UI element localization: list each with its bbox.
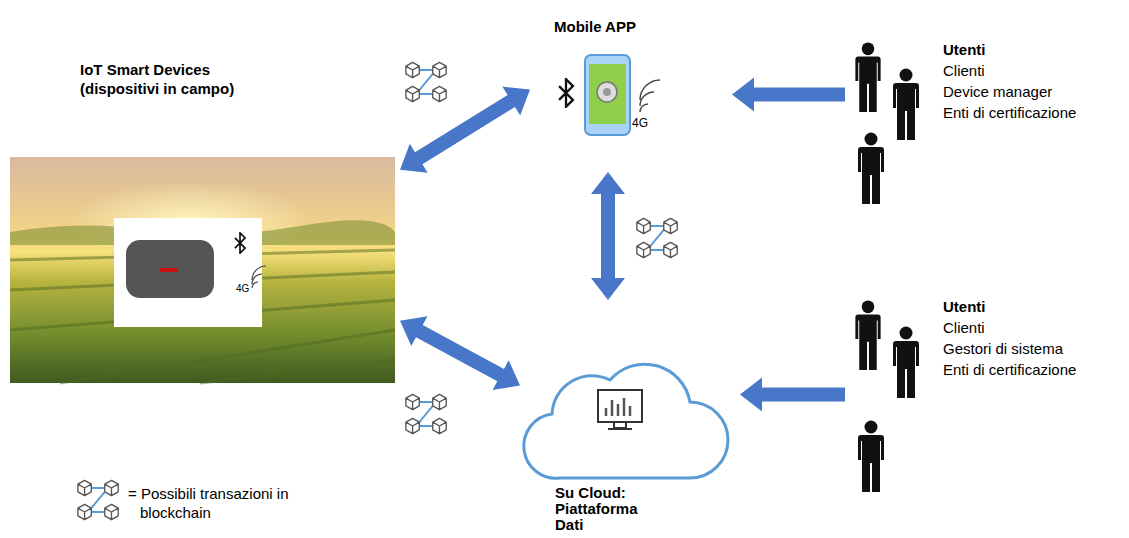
mobile-app: Mobile APP — [530, 12, 660, 137]
double-arrow — [400, 87, 530, 173]
node-heading: Utenti — [943, 39, 1120, 60]
legend: = Possibili transazioni in blockchain — [128, 484, 303, 522]
double-arrow — [400, 316, 520, 390]
node-text: Gestori di sistema — [943, 338, 1120, 359]
node-text: Enti di certificazione — [943, 102, 1120, 123]
user-group: UtentiClientiGestori di sistemaEnti di c… — [850, 292, 1120, 497]
double-arrow — [591, 172, 625, 300]
node-text: Clienti — [943, 60, 1120, 81]
legend-text: = Possibili transazioni in blockchain — [128, 484, 303, 522]
user-group: UtentiClientiDevice managerEnti di certi… — [850, 35, 1120, 210]
device-field: IoT Smart Devices (dispositivi in campo) — [10, 55, 395, 383]
cloud-platform: Su Cloud: Piattaforma Dati — [520, 355, 720, 535]
node-text: Device manager — [943, 81, 1120, 102]
node-heading: Su Cloud: Piattaforma Dati — [555, 485, 655, 533]
node-text: Enti di certificazione — [943, 359, 1120, 380]
block-arrow — [732, 78, 845, 112]
block-arrow — [740, 378, 845, 412]
node-heading: Mobile APP — [530, 16, 660, 37]
node-text: Clienti — [943, 317, 1120, 338]
node-heading: Utenti — [943, 296, 1120, 317]
node-heading: IoT Smart Devices (dispositivi in campo) — [80, 60, 255, 98]
